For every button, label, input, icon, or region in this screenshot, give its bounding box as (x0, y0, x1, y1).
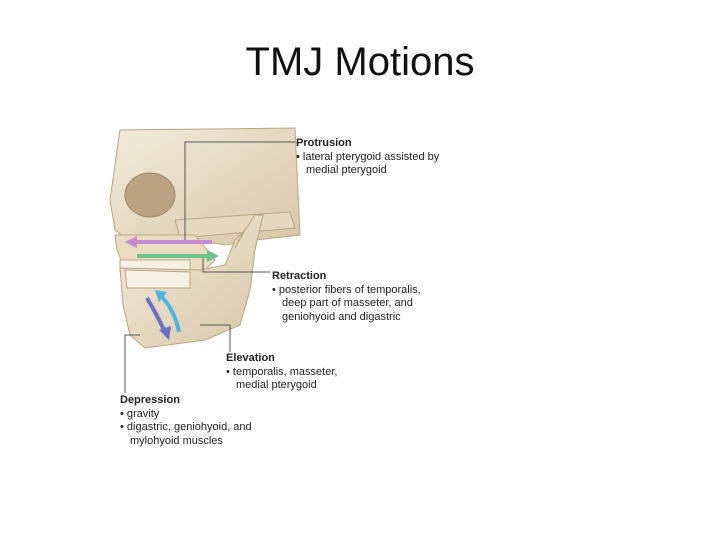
retraction-label: Retraction • posterior fibers of tempora… (272, 270, 442, 324)
depression-heading: Depression (120, 394, 280, 408)
protrusion-muscles: • lateral pterygoid assisted by medial p… (296, 151, 446, 178)
depression-leader (125, 335, 140, 393)
lower-teeth (125, 270, 190, 288)
depression-label: Depression • gravity • digastric, genioh… (120, 394, 280, 448)
orbit-shape (125, 173, 175, 217)
protrusion-label: Protrusion • lateral pterygoid assisted … (296, 137, 446, 178)
depression-gravity: • gravity (120, 408, 280, 422)
depression-muscles: • digastric, geniohyoid, and mylohyoid m… (120, 421, 280, 448)
slide-title: TMJ Motions (0, 40, 720, 85)
elevation-label: Elevation • temporalis, masseter, medial… (226, 352, 366, 393)
retraction-muscles: • posterior fibers of temporalis, deep p… (272, 284, 442, 325)
retraction-heading: Retraction (272, 270, 442, 284)
elevation-muscles: • temporalis, masseter, medial pterygoid (226, 366, 366, 393)
elevation-heading: Elevation (226, 352, 366, 366)
protrusion-heading: Protrusion (296, 137, 446, 151)
